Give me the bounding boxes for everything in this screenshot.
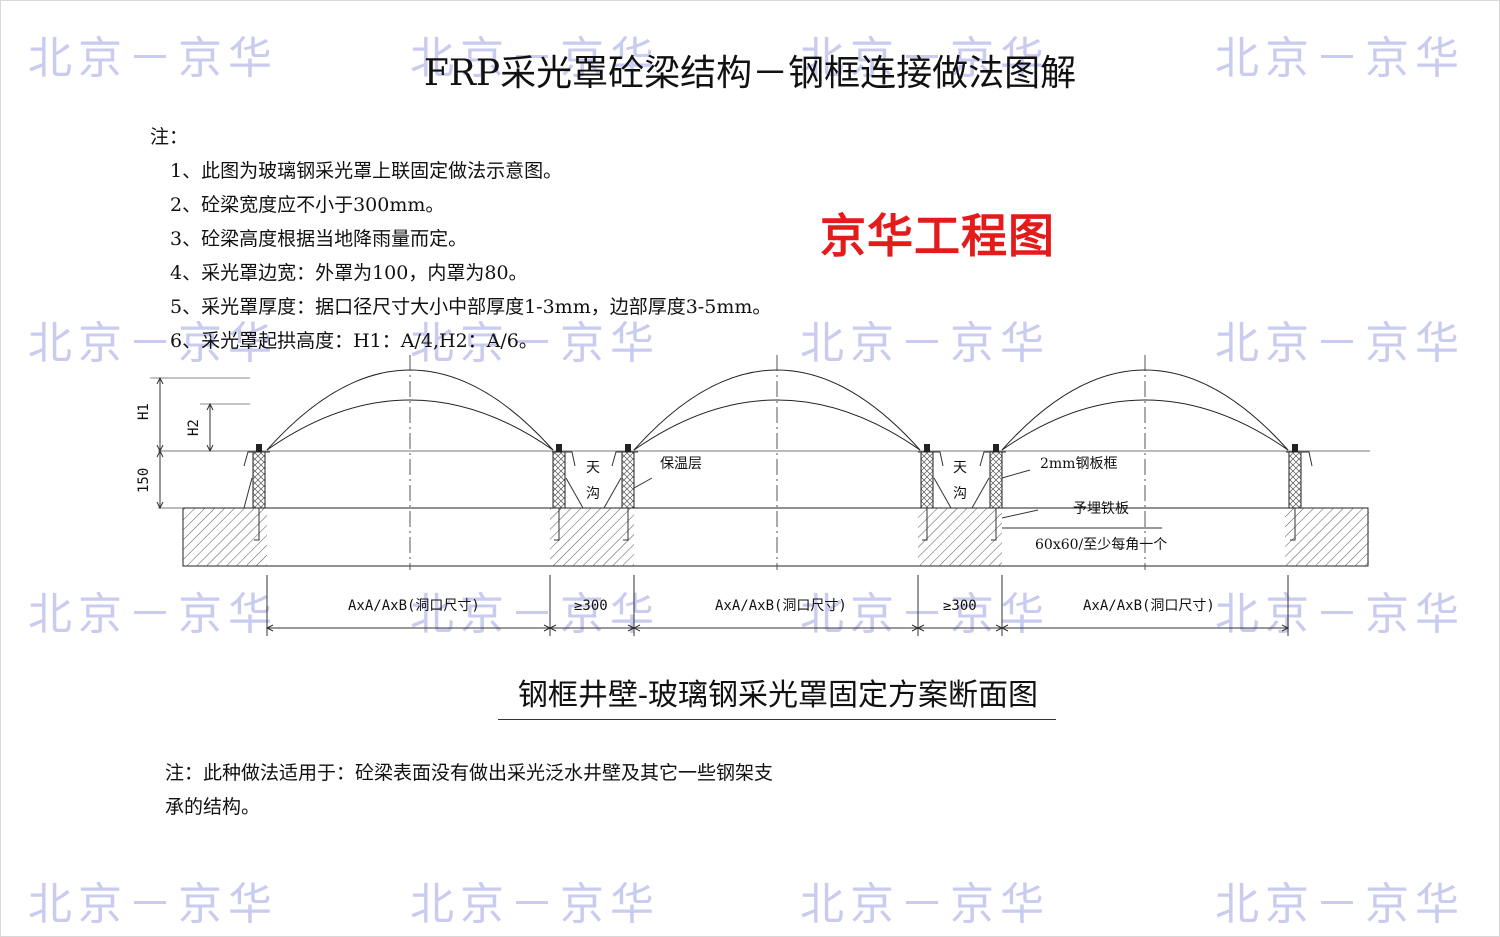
label-insulation: 保温层	[660, 456, 702, 472]
dim-span-1: AxA/AxB(洞口尺寸)	[348, 598, 480, 614]
beam-hatch	[183, 508, 267, 566]
watermark: 北京－京华	[800, 318, 1050, 369]
notes-block: 注： 1、此图为玻璃钢采光罩上联固定做法示意图。 2、砼梁宽度应不小于300mm…	[150, 120, 771, 358]
label-gutter: 天	[953, 460, 967, 476]
dim-span-2: AxA/AxB(洞口尺寸)	[715, 598, 847, 614]
dim-span-3: AxA/AxB(洞口尺寸)	[1083, 598, 1215, 614]
dim-h2: H2	[186, 419, 202, 436]
watermark: 北京－京华	[1215, 33, 1465, 84]
note-item: 3、砼梁高度根据当地降雨量而定。	[170, 228, 468, 250]
note-item: 2、砼梁宽度应不小于300mm。	[170, 194, 445, 216]
watermark: 北京－京华	[28, 879, 278, 930]
note2-line: 承的结构。	[165, 796, 261, 818]
dim-gap-1: ≥300	[574, 598, 608, 614]
beam-hatch	[550, 508, 634, 566]
subtitle-underline	[498, 719, 1056, 720]
note-item: 5、采光罩厚度：据口径尺寸大小中部厚度1-3mm，边部厚度3-5mm。	[170, 296, 772, 318]
flashing-sheet	[243, 451, 1313, 509]
label-embedded-plate: 予埋铁板	[1073, 501, 1129, 517]
watermark: 北京－京华	[1215, 318, 1465, 369]
watermark: 北京－京华	[1215, 879, 1465, 930]
note-item: 4、采光罩边宽：外罩为100，内罩为80。	[170, 262, 528, 284]
watermark: 北京－京华	[28, 33, 278, 84]
applicability-note: 注：此种做法适用于：砼梁表面没有做出采光泛水井壁及其它一些钢架支 承的结构。	[165, 756, 773, 824]
anchor-bolt	[254, 508, 1296, 541]
dim-h1: H1	[136, 403, 152, 420]
stamp-text: 京华工程图	[820, 209, 1055, 263]
notes-heading: 注：	[150, 126, 189, 148]
watermark: 北京－京华	[28, 318, 278, 369]
label-steel-frame: 2mm钢板框	[1040, 456, 1117, 472]
watermark: 北京－京华	[800, 879, 1050, 930]
watermark: 北京－京华	[28, 589, 278, 640]
bolt-head	[256, 444, 1298, 452]
inner-dome	[633, 399, 921, 451]
watermark: 北京－京华	[410, 589, 660, 640]
beam-hatch	[1285, 508, 1369, 566]
note2-line: 注：此种做法适用于：砼梁表面没有做出采光泛水井壁及其它一些钢架支	[165, 762, 774, 784]
dim-150: 150	[136, 468, 152, 493]
label-gutter: 沟	[586, 486, 600, 502]
curb-wall	[252, 451, 1302, 509]
watermark: 北京－京华	[800, 589, 1050, 640]
leader-line	[1001, 469, 1031, 479]
note-item: 1、此图为玻璃钢采光罩上联固定做法示意图。	[170, 160, 563, 182]
label-angle-spec: 60x60/至少每角一个	[1035, 537, 1167, 553]
watermark: 北京－京华	[800, 33, 1050, 84]
inner-dome	[266, 399, 554, 451]
concrete-beam	[182, 507, 1369, 567]
label-gutter: 沟	[953, 486, 967, 502]
section-subtitle: 钢框井壁-玻璃钢采光罩固定方案断面图	[517, 678, 1039, 713]
watermark: 北京－京华	[1215, 589, 1465, 640]
watermark: 北京－京华	[410, 318, 660, 369]
inner-dome	[1001, 399, 1289, 451]
watermark: 北京－京华	[410, 33, 660, 84]
note-item: 6、采光罩起拱高度：H1：A/4,H2：A/6。	[170, 330, 538, 352]
label-gutter: 天	[586, 460, 600, 476]
watermark: 北京－京华	[410, 879, 660, 930]
leader-line	[1001, 509, 1039, 519]
dim-gap-2: ≥300	[943, 598, 977, 614]
beam-hatch	[918, 508, 1002, 566]
page-title: FRP采光罩砼梁结构－钢框连接做法图解	[423, 53, 1077, 94]
leader-line	[633, 477, 653, 489]
